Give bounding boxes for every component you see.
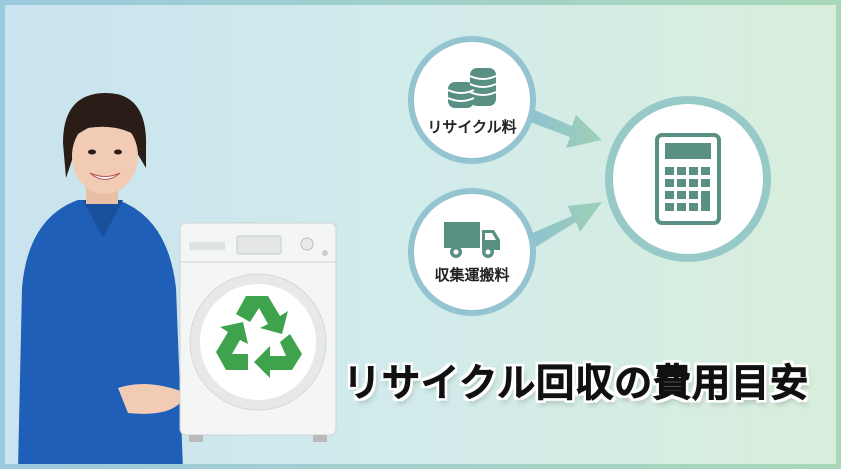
arrow-to-calculator-top [530, 108, 602, 148]
page-title: リサイクル回収の費用目安 [342, 361, 810, 406]
transport-fee-circle: 収集運搬料 [408, 188, 536, 316]
cost-estimate-circle [605, 96, 771, 262]
arrow-to-calculator-bottom [530, 202, 602, 248]
coins-icon [447, 67, 497, 108]
recycling-fee-label: リサイクル料 [427, 117, 517, 136]
recycling-fee-circle: リサイクル料 [408, 36, 536, 164]
staff-person-illustration [18, 93, 186, 469]
truck-icon [444, 221, 500, 258]
transport-fee-label: 収集運搬料 [434, 265, 510, 284]
calculator-icon [655, 133, 721, 225]
recycle-icon [216, 296, 302, 378]
